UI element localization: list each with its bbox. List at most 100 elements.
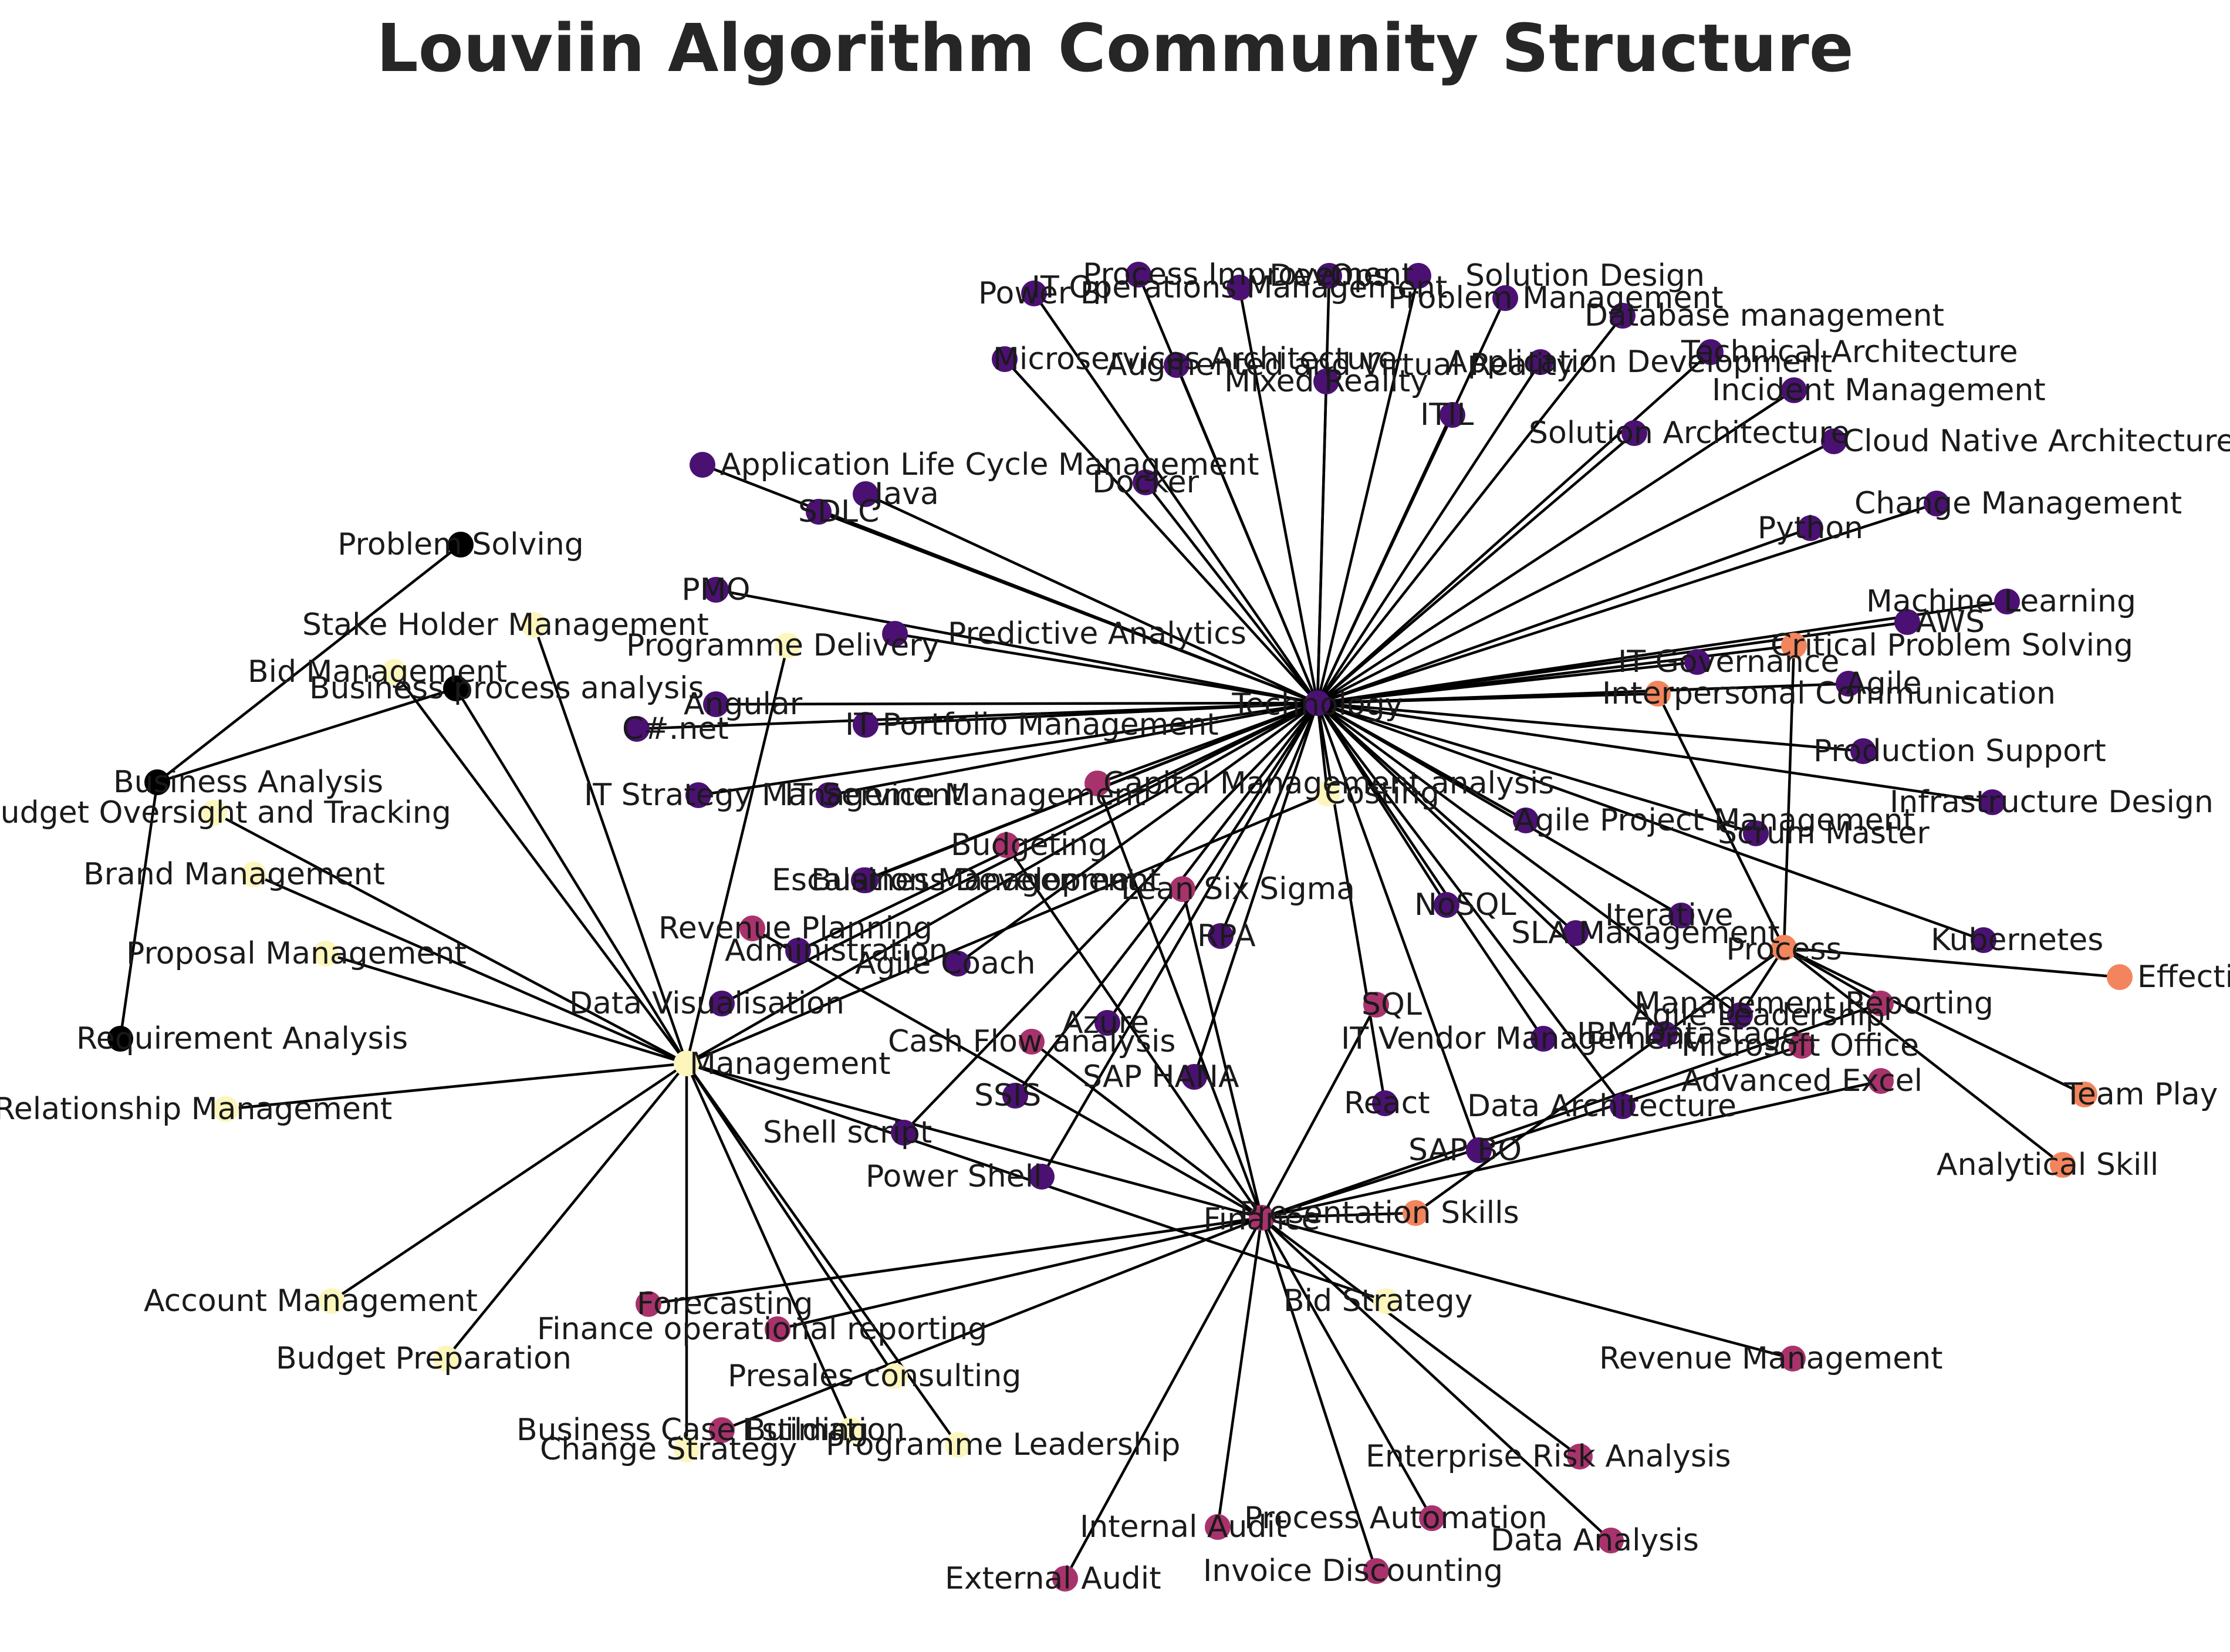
- node-machine-learning: [1994, 589, 2020, 614]
- node-angular: [703, 691, 729, 717]
- graph-title: Louviin Algorithm Community Structure: [376, 11, 1854, 87]
- edge-technology-it-service-management: [828, 701, 1318, 797]
- edge-process-effective-communication: [1783, 946, 2120, 979]
- node-enterprise-risk-analysis: [1567, 1444, 1593, 1469]
- node-it-strategy-management: [685, 782, 711, 808]
- node-label-agile: Agile: [1846, 666, 1921, 701]
- edge-technology-java: [865, 492, 1318, 705]
- edge-finance-capital-management-analysis: [1096, 783, 1263, 1218]
- node-budget-oversight: [201, 800, 227, 826]
- node-effective-communication: [2107, 964, 2133, 990]
- node-label-advanced-excel: Advanced Excel: [1681, 1063, 1922, 1099]
- edge-technology-kubernetes: [1317, 701, 1984, 942]
- node-agile: [1836, 671, 1861, 697]
- node-problem-management: [1492, 285, 1518, 311]
- node-it-portfolio-management: [853, 712, 879, 738]
- node-label-production-support: Production Support: [1813, 734, 2106, 769]
- node-label-management: Management: [690, 1046, 891, 1082]
- node-problem-solving: [448, 532, 474, 558]
- node-power-shell: [1029, 1164, 1055, 1190]
- edge-finance-presentation-skills: [1261, 1211, 1416, 1219]
- node-sap-bo: [1466, 1137, 1492, 1163]
- node-label-budgeting: Budgeting: [951, 827, 1107, 863]
- node-internal-audit: [1205, 1514, 1231, 1540]
- node-label-team-play: Team Play: [2063, 1077, 2218, 1112]
- label-layer: TechnologyManagementFinanceProcessBusine…: [0, 257, 2230, 1596]
- edge-finance-sql: [1261, 1004, 1377, 1219]
- node-label-application-life-cycle-management: Application Life Cycle Management: [720, 447, 1259, 482]
- node-label-angular: Angular: [684, 687, 803, 722]
- edge-layer: [119, 274, 2120, 1580]
- edge-technology-it-vendor-management: [1316, 702, 1545, 1040]
- node-interpersonal-communication: [1645, 681, 1671, 707]
- node-label-sql: SQL: [1361, 987, 1422, 1022]
- node-label-bid-strategy: Bid Strategy: [1283, 1283, 1472, 1319]
- node-label-presentation-skills: Presentation Skills: [1239, 1195, 1519, 1231]
- node-label-technical-architecture: Technical Architecture: [1681, 335, 2018, 370]
- node-microsoft-office: [1789, 1033, 1815, 1059]
- node-label-relationship-management: Relationship Management: [0, 1092, 392, 1127]
- node-sla-management: [1563, 920, 1589, 946]
- node-label-data-visualisation: Data Visualisation: [569, 986, 844, 1021]
- node-label-aws: AWS: [1916, 604, 1985, 640]
- edge-technology-sla-management: [1316, 702, 1577, 934]
- edge-finance-revenue-planning: [751, 927, 1263, 1219]
- node-advanced-excel: [1868, 1068, 1894, 1094]
- edge-technology-solution-design: [1316, 275, 1420, 704]
- node-invoice-discounting: [1363, 1558, 1389, 1584]
- edge-process-presentation-skills: [1414, 947, 1785, 1214]
- node-process-improvement: [1126, 262, 1151, 288]
- edge-management-budget-preparation: [445, 1062, 688, 1360]
- node-label-problem-solving: Problem Solving: [337, 527, 584, 562]
- edge-management-bid-management: [393, 671, 688, 1065]
- node-bid-strategy: [1373, 1288, 1399, 1314]
- edge-management-budget-oversight: [213, 812, 688, 1065]
- edge-finance-data-analysis: [1261, 1217, 1612, 1542]
- node-sdlc: [806, 499, 832, 525]
- node-critical-problem-solving: [1781, 633, 1807, 658]
- node-budgeting: [994, 832, 1019, 858]
- node-ssis: [1002, 1083, 1028, 1109]
- node-label-process-automation: Process Automation: [1244, 1501, 1548, 1536]
- node-label-cash-flow-analysis: Cash Flow analysis: [888, 1024, 1176, 1059]
- edge-technology-it-operations-management: [1238, 287, 1319, 704]
- edge-technology-sdlc: [818, 510, 1318, 705]
- edge-technology-it-portfolio-management: [865, 701, 1318, 727]
- node-label-problem-management: Problem Management: [1388, 281, 1724, 316]
- node-label-process: Process: [1726, 932, 1842, 967]
- node-forecasting: [636, 1291, 661, 1317]
- edge-technology-production-support: [1317, 701, 1864, 753]
- node-react: [1372, 1090, 1398, 1116]
- node-stake-holder-management: [521, 612, 547, 638]
- node-label-itil: ITIL: [1420, 397, 1474, 433]
- edge-technology-rpa: [1219, 702, 1319, 937]
- node-rpa: [1208, 923, 1234, 949]
- node-proposal-management: [313, 941, 339, 967]
- node-label-sap-bo: SAP BO: [1408, 1133, 1522, 1168]
- node-data-analysis: [1598, 1528, 1624, 1553]
- edge-business-analysis-problem-solving: [156, 543, 462, 783]
- node-label-budget-oversight: Budget Oversight and Tracking: [0, 795, 451, 830]
- node-presales-consulting: [882, 1363, 908, 1389]
- node-label-presales-consulting: Presales consulting: [728, 1359, 1021, 1394]
- edge-technology-aws: [1317, 620, 1908, 705]
- node-data-visualisation: [709, 991, 735, 1016]
- edge-technology-infrastructure-design: [1317, 701, 1993, 804]
- node-label-react: React: [1344, 1086, 1430, 1121]
- node-ibm-datastage: [1652, 1021, 1678, 1047]
- node-it-governance: [1684, 649, 1710, 675]
- node-finance: [1249, 1205, 1275, 1231]
- node-label-application-development: Application Development: [1447, 344, 1832, 380]
- edge-technology-scrum-master: [1317, 701, 1756, 835]
- edge-technology-solution-architecture: [1316, 432, 1636, 704]
- node-analytical-skill: [2050, 1152, 2076, 1178]
- edge-technology-data-architecture: [1316, 702, 1624, 1107]
- node-label-power-shell: Power Shell: [866, 1159, 1042, 1194]
- node-label-data-architecture: Data Architecture: [1467, 1089, 1736, 1124]
- edge-management-relationship-management: [225, 1062, 687, 1111]
- node-label-cloud-native-architecture: Cloud Native Architecture: [1843, 424, 2230, 459]
- node-label-costing: Costing: [1325, 776, 1440, 811]
- node-aws: [1894, 609, 1920, 635]
- node-it-vendor-management: [1530, 1026, 1556, 1052]
- node-agile-coach: [945, 951, 971, 977]
